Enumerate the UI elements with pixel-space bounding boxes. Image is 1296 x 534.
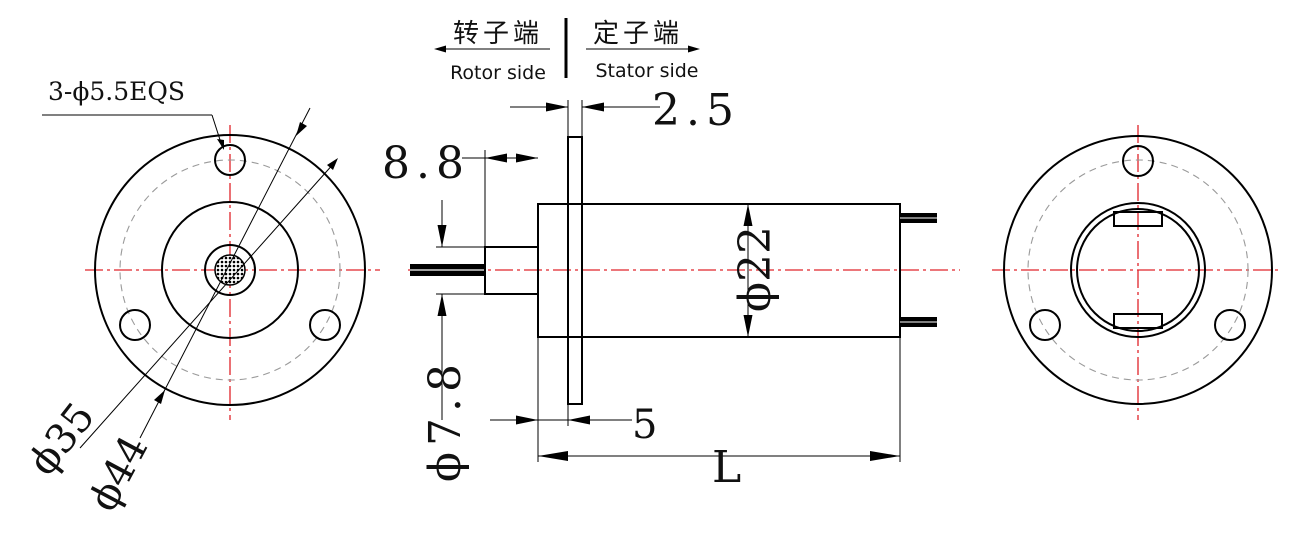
rotor-bolt-hole-right (309, 309, 341, 341)
d44-arrowhead-lower (154, 390, 165, 404)
stator-bolt-hole-right (1214, 309, 1246, 341)
rotor-body-outline (161, 201, 299, 339)
stator-side-arrowhead (688, 45, 700, 53)
body-diameter-arrow-top (743, 204, 753, 226)
rotor-side-arrowhead (434, 45, 446, 53)
shaft-diameter-arrow-bottom (437, 294, 447, 316)
d44-arrowhead-upper (296, 122, 307, 136)
stator-terminal-bottom (1113, 313, 1163, 329)
stator-end-view (992, 125, 1282, 420)
hole-callout-arrowhead (217, 139, 224, 150)
length-label: L (712, 442, 741, 493)
stator-terminal-top (1113, 211, 1163, 227)
d35-label: ϕ35 (20, 394, 104, 484)
stator-side-zh-label: 定子端 (593, 19, 683, 49)
flange-offset-arrow-right (568, 415, 590, 425)
d35-leader (79, 161, 336, 449)
shaft-length-label: 8.8 (382, 138, 470, 189)
rotor-flange-outline (94, 134, 366, 406)
rotor-bolt-hole-left (119, 309, 151, 341)
shaft-length-arrow-right (516, 153, 538, 163)
rotor-bolt-hole-top (214, 144, 246, 176)
stator-bolt-hole-left (1029, 309, 1061, 341)
length-arrow-right (870, 451, 900, 461)
flange-thickness-arrow-right (582, 102, 604, 112)
rotor-side-en-label: Rotor side (450, 62, 546, 84)
rotor-end-view: 3-ϕ5.5EQS ϕ35 ϕ44 (20, 77, 380, 519)
rotor-shaft-outline (204, 244, 256, 296)
d44-label: ϕ44 (80, 428, 157, 519)
shaft-length-arrow-left (485, 153, 507, 163)
side-view: 2.5 8.8 ϕ7.8 ϕ22 5 L (382, 85, 960, 493)
rotor-bolt-circle (119, 159, 341, 381)
stator-body-inner (1076, 208, 1200, 332)
flange-thickness-label: 2.5 (652, 85, 740, 136)
d35-arrowhead-inner (327, 158, 338, 170)
slip-ring-body (537, 203, 901, 338)
flange-offset-arrow-left (516, 415, 538, 425)
stator-body-outer (1070, 202, 1206, 338)
flange-offset-label: 5 (632, 402, 657, 448)
shaft-diameter-label: ϕ7.8 (420, 358, 471, 482)
stator-bolt-circle (1027, 159, 1249, 381)
mounting-flange (567, 136, 583, 405)
body-diameter-label: ϕ22 (730, 226, 781, 312)
rotor-side-zh-label: 转子端 (453, 19, 543, 49)
flange-thickness-arrow-left (546, 102, 568, 112)
header-labels: 转子端 定子端 Rotor side Stator side (434, 18, 700, 84)
body-diameter-arrow-bottom (743, 315, 753, 337)
length-arrow-left (538, 451, 568, 461)
stator-side-en-label: Stator side (595, 60, 698, 82)
stator-bolt-hole-top (1122, 145, 1154, 177)
d44-leader (139, 107, 311, 439)
shaft-diameter-arrow-top (437, 225, 447, 247)
stator-flange-outline (1003, 135, 1273, 405)
hole-callout-label: 3-ϕ5.5EQS (48, 77, 185, 106)
